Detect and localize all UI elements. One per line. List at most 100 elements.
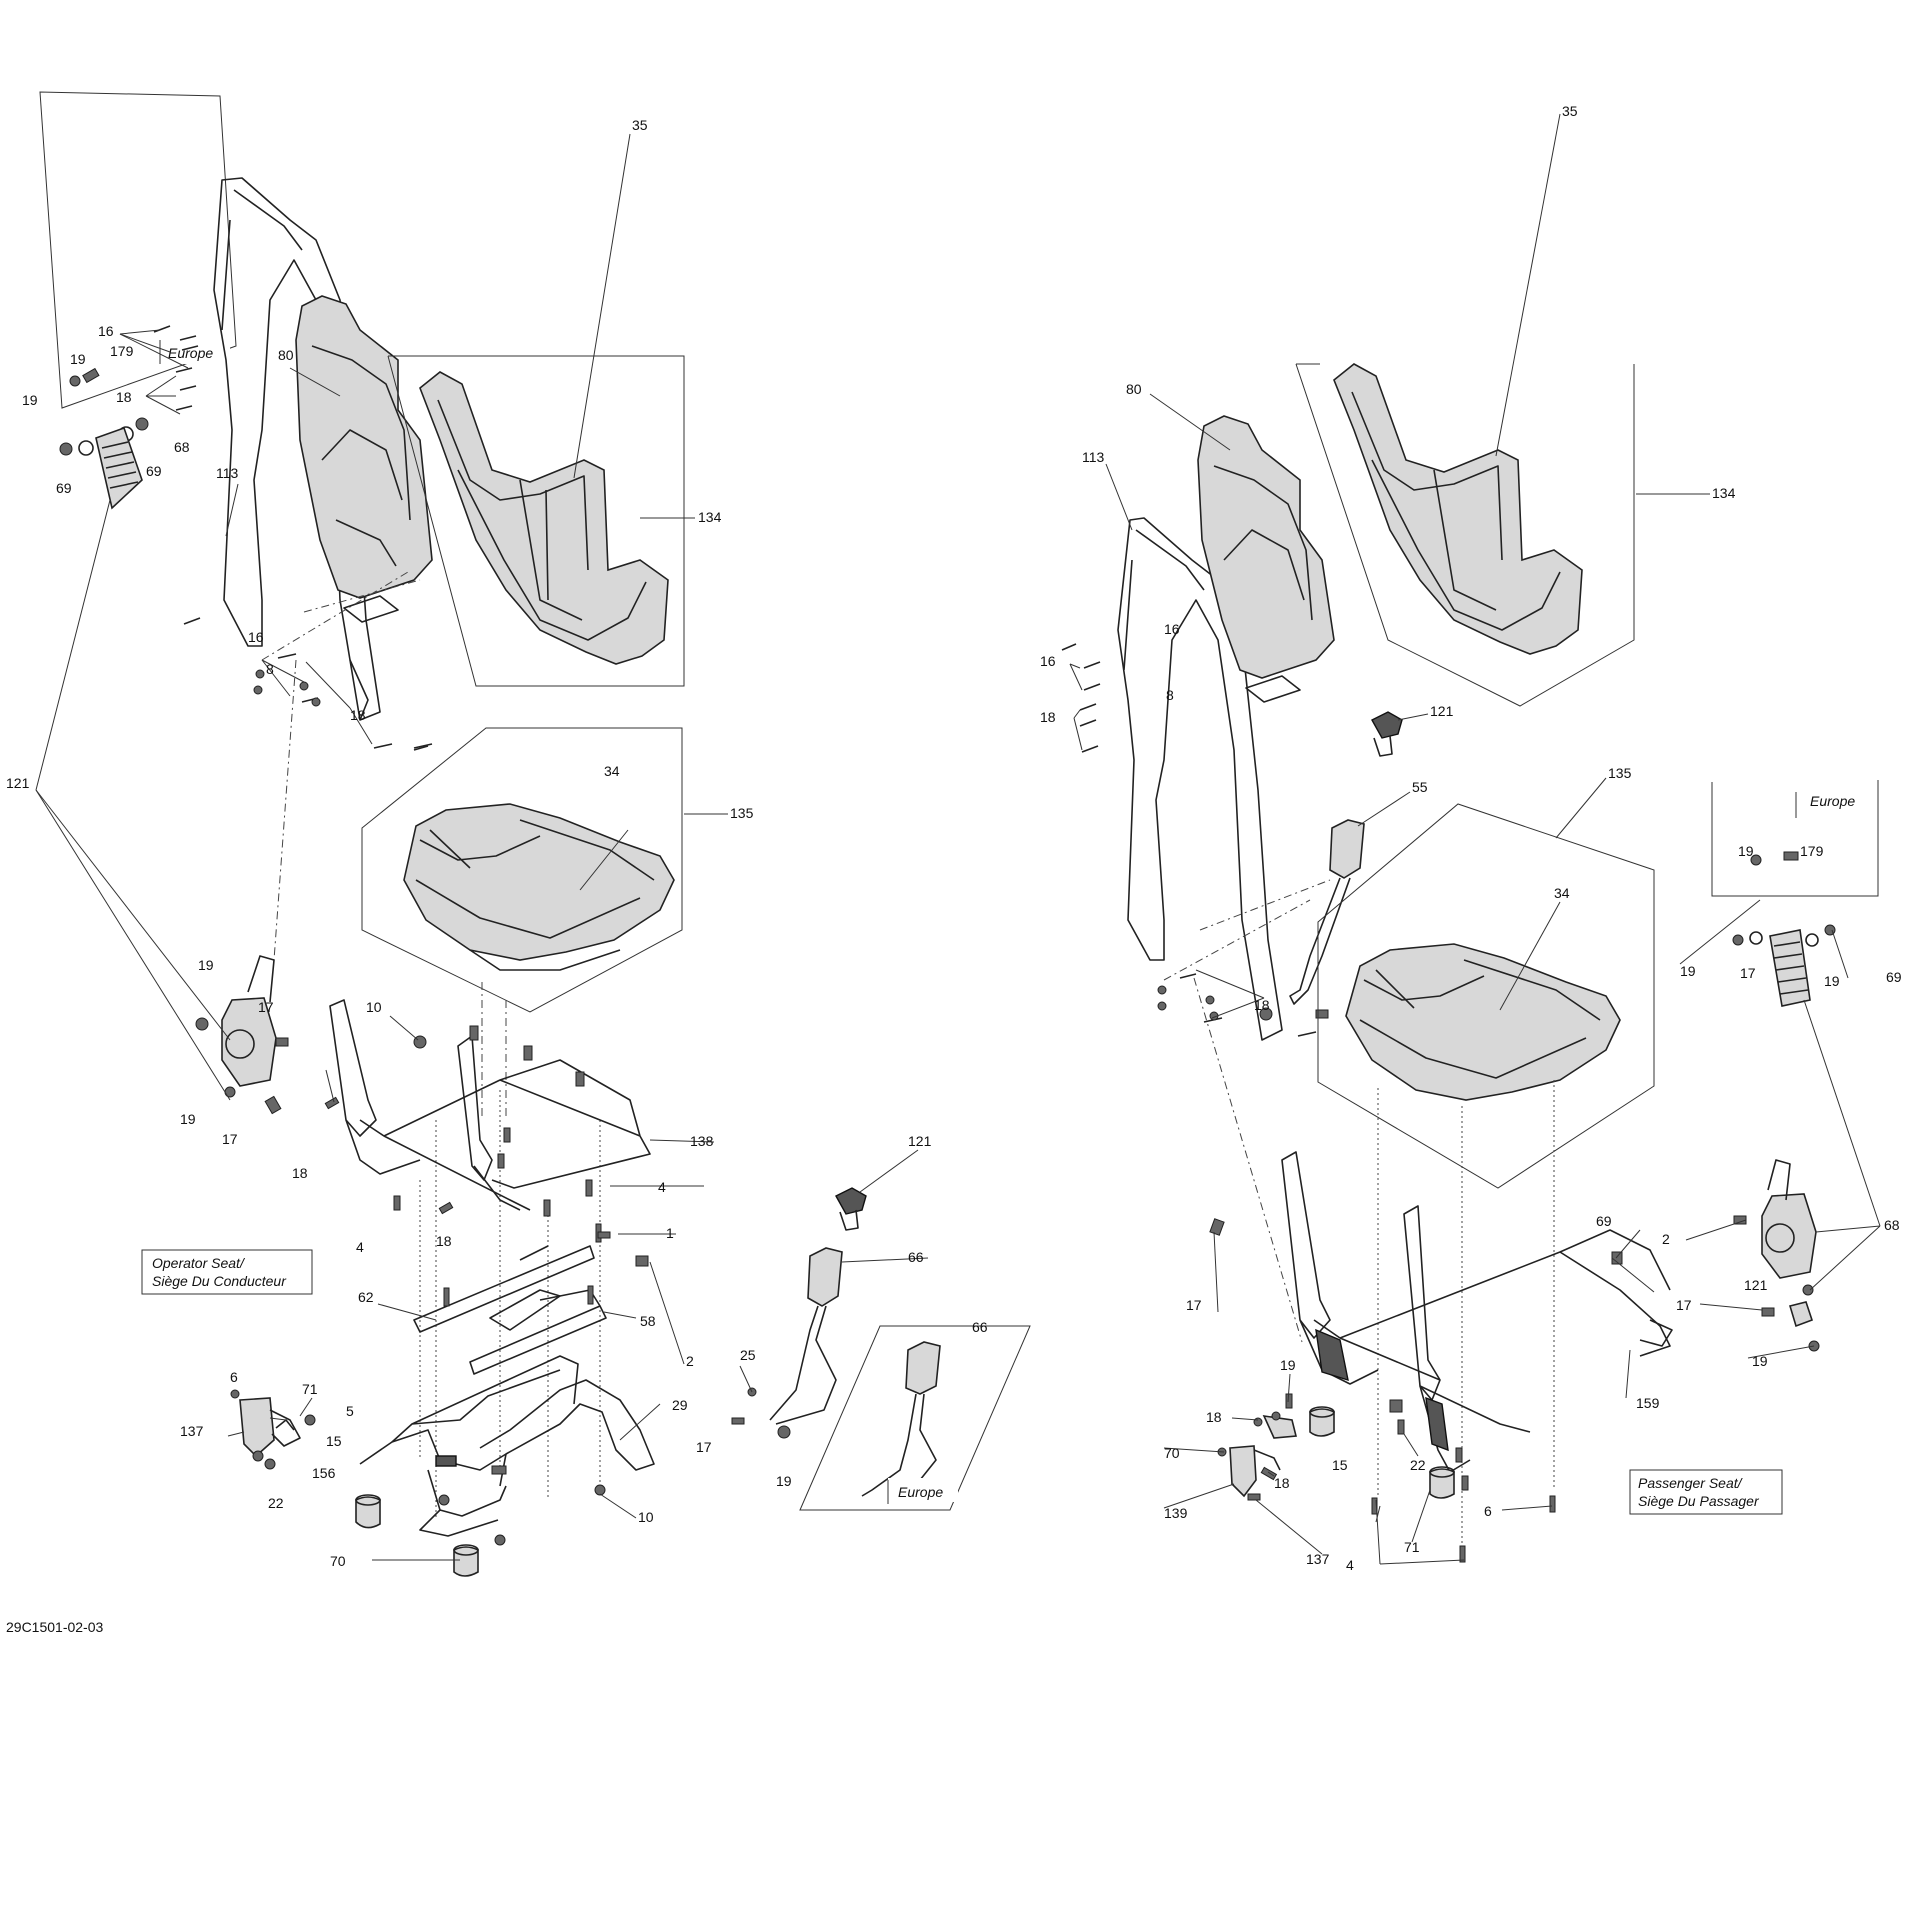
callout: 113	[1082, 449, 1105, 465]
callout: 138	[690, 1133, 714, 1149]
callout: 35	[1562, 103, 1578, 119]
seat-lever-137-operator	[230, 1389, 316, 1470]
callout: 34	[1554, 885, 1570, 901]
europe-label-buckle: Europe	[898, 1484, 943, 1500]
callout: 69	[56, 480, 72, 496]
seat-back-operator	[387, 355, 685, 687]
callout: 18	[1206, 1409, 1222, 1425]
callout: 17	[1676, 1297, 1692, 1313]
callout: 19	[180, 1111, 196, 1127]
passenger-seat-label-line-1: Passenger Seat/	[1638, 1475, 1744, 1491]
callout: 16	[98, 323, 114, 339]
drawing-number: 29C1501-02-03	[6, 1619, 104, 1635]
seat-belt-buckle-passenger	[1259, 711, 1403, 1021]
callout: 10	[638, 1509, 654, 1525]
callout: 22	[268, 1495, 284, 1511]
callouts-operator: 19 179 19 69 69 68 80 35 113 134 16 18 1…	[6, 117, 988, 1569]
callout: 6	[1484, 1503, 1492, 1519]
leaders-operator	[35, 133, 929, 1561]
callout: 17	[1186, 1297, 1202, 1313]
callout: 2	[686, 1353, 694, 1369]
europe-box-operator: Europe	[39, 91, 237, 409]
screws-16-18-passenger	[1061, 643, 1317, 1037]
callout: 15	[1332, 1457, 1348, 1473]
callout: 18	[1274, 1475, 1290, 1491]
retractor-bracket-passenger	[1732, 924, 1836, 1007]
callout: 69	[146, 463, 162, 479]
callout: 18	[1254, 997, 1270, 1013]
callout: 18	[292, 1165, 308, 1181]
callout: 18	[1040, 709, 1056, 725]
callout: 16	[248, 629, 264, 645]
callout: 4	[658, 1179, 666, 1195]
callout: 18	[436, 1233, 452, 1249]
seat-belt-buckle-operator	[731, 1187, 867, 1439]
callout: 70	[1164, 1445, 1180, 1461]
callout: 29	[672, 1397, 688, 1413]
europe-label-passenger: Europe	[1810, 793, 1855, 809]
retractor-passenger	[1733, 1159, 1820, 1352]
callout: 19	[22, 392, 38, 408]
callout: 8	[1166, 687, 1174, 703]
callout: 19	[70, 351, 86, 367]
callout: 121	[1430, 703, 1454, 719]
callout: 4	[1346, 1557, 1354, 1573]
operator-seat-assembly: Europe	[6, 91, 1031, 1577]
retractor-operator	[195, 955, 289, 1115]
callout: 121	[1744, 1277, 1768, 1293]
callout: 2	[1662, 1231, 1670, 1247]
callout: 8	[266, 661, 274, 677]
callout: 135	[730, 805, 754, 821]
callout: 55	[1412, 779, 1428, 795]
callout: 66	[908, 1249, 924, 1265]
callout: 179	[1800, 843, 1824, 859]
operator-seat-label-line-2: Siège Du Conducteur	[152, 1273, 287, 1289]
callout: 179	[110, 343, 134, 359]
callout: 35	[632, 117, 648, 133]
callout: 71	[302, 1381, 318, 1397]
callout: 80	[278, 347, 294, 363]
callout: 34	[604, 763, 620, 779]
callouts-passenger: 80 35 113 134 16 18 16 8 121 18 55 135 1…	[1040, 103, 1902, 1573]
callout: 17	[258, 999, 274, 1015]
seat-back-frame-operator	[213, 177, 381, 721]
seat-frame-138-operator	[324, 999, 651, 1217]
callout: 17	[696, 1439, 712, 1455]
seat-frame-139-passenger	[1281, 1151, 1673, 1491]
callout: 18	[116, 389, 132, 405]
callout: 4	[356, 1239, 364, 1255]
europe-label-operator: Europe	[168, 345, 213, 361]
seat-lever-137-passenger	[1217, 1393, 1298, 1501]
callout: 137	[1306, 1551, 1330, 1567]
operator-seat-label-line-1: Operator Seat/	[152, 1255, 246, 1271]
callout: 1	[666, 1225, 674, 1241]
callout: 17	[222, 1131, 238, 1147]
callout: 19	[776, 1473, 792, 1489]
bumpers-70-passenger	[1209, 1218, 1556, 1563]
callout: 134	[1712, 485, 1736, 501]
passenger-seat-label-line-2: Siège Du Passager	[1638, 1493, 1760, 1509]
callout: 22	[1410, 1457, 1426, 1473]
seat-back-passenger	[1295, 363, 1635, 707]
callout: 25	[740, 1347, 756, 1363]
callout: 70	[330, 1553, 346, 1569]
callout: 19	[1752, 1353, 1768, 1369]
seat-cushion-operator	[361, 727, 683, 1013]
callout: 134	[698, 509, 722, 525]
callout: 69	[1886, 969, 1902, 985]
callout: 16	[1164, 621, 1180, 637]
callout: 62	[358, 1289, 374, 1305]
callout: 66	[972, 1319, 988, 1335]
callout: 19	[1738, 843, 1754, 859]
screws-16-18-operator	[153, 325, 433, 751]
seat-cushion-passenger	[1317, 803, 1655, 1189]
callout: 10	[366, 999, 382, 1015]
callout: 68	[1884, 1217, 1900, 1233]
callout: 19	[198, 957, 214, 973]
callout: 80	[1126, 381, 1142, 397]
operator-seat-label-box: Operator Seat/ Siège Du Conducteur	[141, 1249, 313, 1295]
callout: 137	[180, 1423, 204, 1439]
callout: 18	[350, 707, 366, 723]
callout: 58	[640, 1313, 656, 1329]
